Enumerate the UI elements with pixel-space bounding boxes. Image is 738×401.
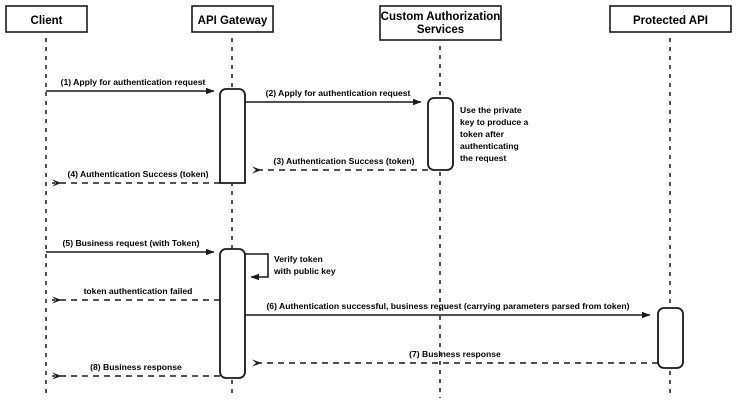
- self-message-label-line-2: with public key: [273, 266, 336, 276]
- note-private-key-line-4: authenticating: [460, 141, 519, 151]
- message-label-4: (4) Authentication Success (token): [67, 169, 208, 179]
- note-private-key-line-5: the request: [460, 153, 506, 163]
- message-label-6: (6) Authentication successful, business …: [266, 301, 629, 311]
- message-label-token-auth-failed: token authentication failed: [84, 286, 193, 296]
- note-private-key-line-3: token after: [460, 129, 505, 139]
- participant-label-auth-line1: Custom Authorization: [381, 11, 501, 23]
- participant-box-protected[interactable]: [609, 5, 732, 33]
- message-label-3: (3) Authentication Success (token): [273, 156, 414, 166]
- message-label-2: (2) Apply for authentication request: [266, 88, 411, 98]
- participant-label-protected: Protected API: [633, 15, 708, 27]
- participant-label-client: Client: [31, 15, 63, 27]
- activation-auth: [427, 97, 454, 171]
- participant-box-client[interactable]: [5, 5, 88, 33]
- participant-label-auth-line2: Services: [417, 24, 464, 36]
- participant-box-gateway[interactable]: [191, 5, 274, 33]
- note-private-key-line-1: Use the private: [460, 105, 522, 115]
- message-label-5: (5) Business request (with Token): [63, 238, 200, 248]
- message-label-7: (7) Business response: [409, 349, 501, 359]
- activation-protected: [657, 307, 684, 369]
- message-label-8: (8) Business response: [90, 362, 182, 372]
- activation-gateway-lower: [219, 248, 246, 379]
- message-label-1: (1) Apply for authentication request: [61, 77, 206, 87]
- participant-label-gateway: API Gateway: [198, 15, 268, 27]
- self-message-label-line-1: Verify token: [274, 254, 323, 264]
- activation-gateway-upper: [219, 88, 246, 184]
- participant-box-auth[interactable]: [379, 5, 502, 41]
- self-message-arrow-verify-token: [245, 253, 269, 281]
- note-private-key-line-2: key to produce a: [460, 117, 529, 127]
